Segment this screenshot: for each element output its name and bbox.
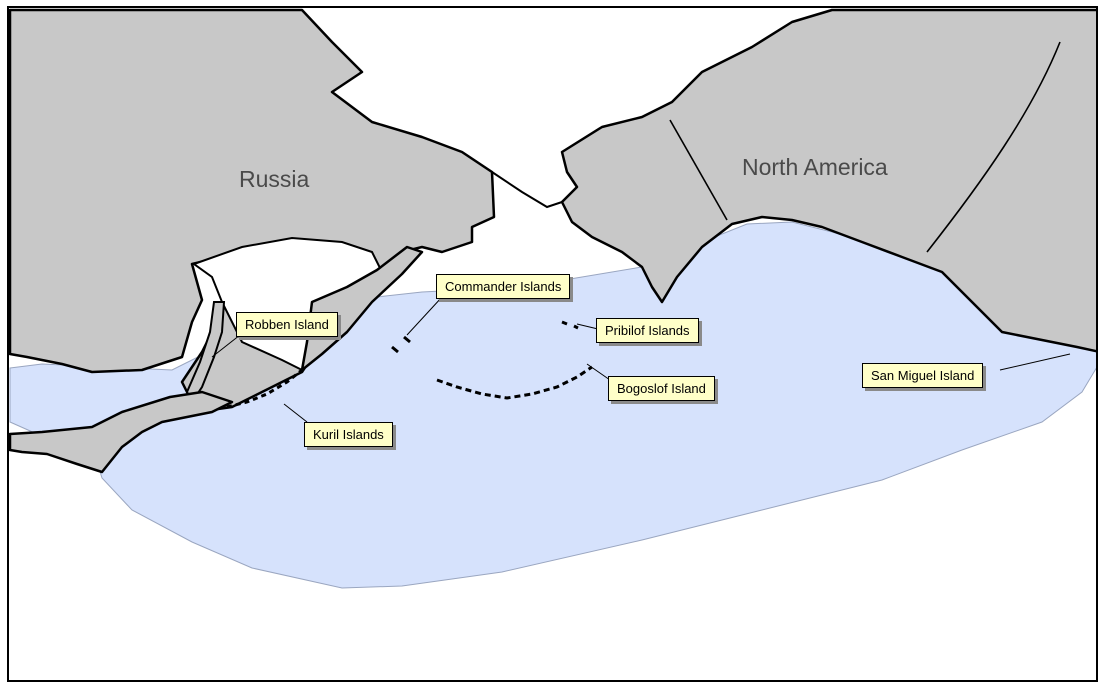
north-america-landmass [560, 8, 1096, 353]
alaska-canada-border [669, 119, 728, 221]
leader-commander [406, 296, 443, 336]
pribilof-islands-callout: Pribilof Islands [596, 318, 699, 343]
commander-islands-shape [391, 335, 411, 354]
san-miguel-island-callout: San Miguel Island [862, 363, 984, 388]
leader-robben [211, 334, 241, 358]
north-america-label: North America [742, 154, 888, 180]
commander-islands-callout: Commander Islands [436, 274, 571, 299]
kamchatka-peninsula [300, 245, 424, 372]
leader-bogoslof [586, 363, 611, 381]
aleutian-islands [436, 365, 593, 400]
map-canvas [9, 8, 1096, 589]
leader-pribilof [576, 323, 599, 330]
chukotka-coast [491, 171, 563, 209]
leader-san-miguel [999, 353, 1071, 371]
kuril-islands-chain [226, 368, 303, 409]
russia-label: Russia [239, 166, 310, 192]
leader-kuril [283, 403, 308, 423]
bogoslof-island-callout: Bogoslof Island [608, 376, 715, 401]
kuril-islands-callout: Kuril Islands [304, 422, 393, 447]
japan-landmass [9, 390, 234, 474]
map-frame: Russia North America Commander Islands R… [7, 6, 1098, 682]
pribilof-islands-shape [561, 320, 579, 330]
alaska-canada-border-south [926, 41, 1061, 253]
robben-island-callout: Robben Island [236, 312, 338, 337]
